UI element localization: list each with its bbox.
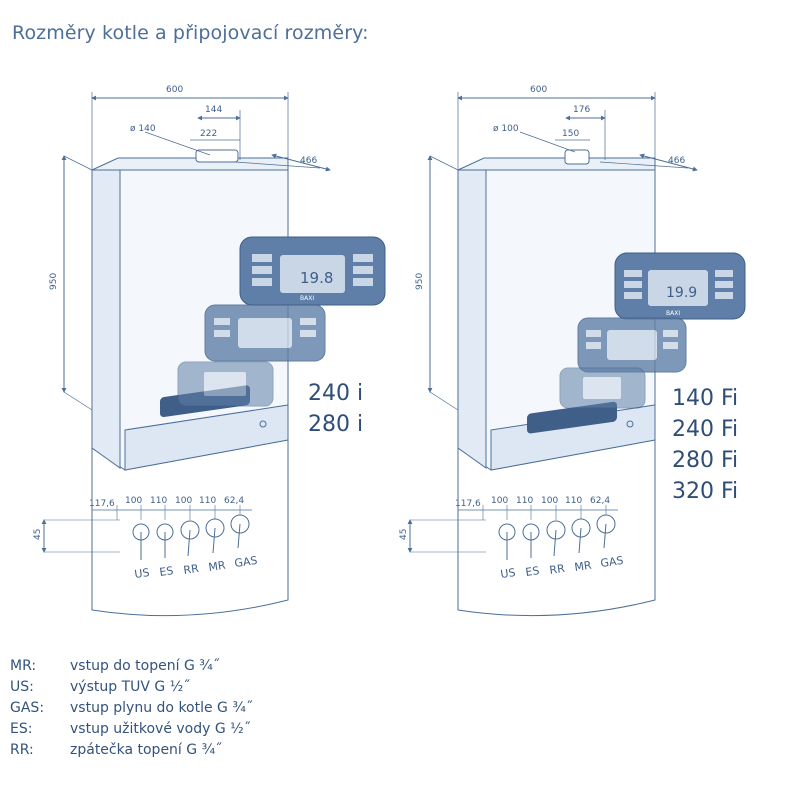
connection-frame — [91, 440, 289, 617]
dim-width: 600 — [530, 85, 547, 95]
conn-gap-5: 110 — [199, 496, 216, 506]
control-panel-small — [559, 367, 646, 409]
connection-label-es: ES — [525, 564, 541, 579]
flue-outlet — [564, 149, 590, 165]
legend-row-us: US: výstup TUV G ½˝ — [10, 677, 253, 698]
panel-display: 19.8 — [300, 269, 333, 287]
boiler-left: 600 144 222 ø 140 466 950 19.8 BAXI — [33, 85, 386, 617]
legend-code: US: — [10, 679, 34, 695]
legend-text: zpátečka topení G ¾˝ — [70, 742, 223, 758]
conn-gap-6: 62,4 — [224, 496, 244, 506]
panel-brand: BAXI — [666, 310, 680, 317]
dim-height: 950 — [415, 273, 425, 290]
dim-height: 950 — [49, 273, 59, 290]
pipe-connectors — [498, 514, 616, 560]
legend-row-rr: RR: zpátečka topení G ¾˝ — [10, 740, 253, 761]
legend-row-gas: GAS: vstup plynu do kotle G ¾˝ — [10, 698, 253, 719]
model-label: 140 Fi — [672, 386, 739, 411]
model-label: 280 Fi — [672, 448, 739, 473]
connection-label-gas: GAS — [234, 554, 259, 570]
page-title-text: Rozměry kotle a připojovací rozměry — [12, 22, 363, 44]
legend-text: vstup do topení G ¾˝ — [70, 658, 220, 674]
conn-gap-3: 110 — [516, 496, 533, 506]
dim-flue-front: 150 — [562, 129, 579, 139]
boiler-screw — [259, 420, 267, 428]
dim-depth: 466 — [668, 156, 685, 166]
control-panel-large: 19.8 BAXI — [239, 236, 386, 306]
pipe-connectors — [132, 514, 250, 560]
conn-gap-4: 100 — [541, 496, 558, 506]
model-label: 320 Fi — [672, 479, 739, 504]
conn-gap-1: 117,6 — [89, 499, 115, 509]
connection-legend: MR: vstup do topení G ¾˝ US: výstup TUV G … — [10, 656, 253, 761]
legend-code: GAS: — [10, 700, 45, 716]
boiler-side — [457, 161, 487, 469]
conn-gap-3: 110 — [150, 496, 167, 506]
model-label: 240 Fi — [672, 417, 739, 442]
legend-code: RR: — [10, 742, 34, 758]
page-title-colon: : — [362, 22, 369, 44]
legend-row-es: ES: vstup užitkové vody G ½˝ — [10, 719, 253, 740]
connection-label-es: ES — [159, 564, 175, 579]
conn-gap-6: 62,4 — [590, 496, 610, 506]
control-panel-small — [177, 361, 274, 407]
flue-outlet — [195, 149, 239, 163]
connection-dimensions: 117,6 100 110 100 110 62,4 45 — [399, 462, 618, 553]
model-list-right: 140 Fi 240 Fi 280 Fi 320 Fi — [672, 383, 738, 507]
conn-gap-5: 110 — [565, 496, 582, 506]
dim-conn-depth: 45 — [33, 529, 43, 540]
dim-depth: 466 — [300, 156, 317, 166]
legend-code: MR: — [10, 658, 37, 674]
conn-gap-2: 100 — [491, 496, 508, 506]
legend-row-mr: MR: vstup do topení G ¾˝ — [10, 656, 253, 677]
dim-flue-offset: 144 — [205, 105, 222, 115]
model-label: 240 i — [308, 381, 364, 406]
connection-frame — [457, 440, 656, 617]
conn-gap-4: 100 — [175, 496, 192, 506]
connection-label-us: US — [500, 566, 517, 581]
legend-text: vstup užitkové vody G ½˝ — [70, 721, 251, 737]
control-panel-medium — [577, 317, 687, 373]
legend-text: výstup TUV G ½˝ — [70, 679, 191, 695]
connection-label-rr: RR — [549, 562, 566, 577]
connection-label-rr: RR — [183, 562, 200, 577]
page-title: Rozměry kotle a připojovací rozměry: — [12, 22, 369, 44]
boiler-screw — [626, 420, 634, 428]
dim-flue-offset: 176 — [573, 105, 590, 115]
control-panel-medium — [204, 304, 326, 362]
connection-label-mr: MR — [574, 559, 593, 574]
conn-gap-2: 100 — [125, 496, 142, 506]
connection-label-mr: MR — [208, 559, 227, 574]
connection-dimensions: 117,6 100 110 100 110 62,4 45 — [33, 462, 252, 553]
connection-label-gas: GAS — [600, 554, 625, 570]
panel-display: 19.9 — [666, 285, 697, 301]
dim-flue-diameter: ø 100 — [493, 124, 519, 134]
boiler-side — [91, 161, 121, 469]
control-panel-large: 19.9 BAXI — [614, 252, 746, 320]
legend-text: vstup plynu do kotle G ¾˝ — [70, 700, 253, 716]
boiler-right: 600 176 150 ø 100 466 950 19.9 BAXI — [399, 85, 746, 617]
control-slot — [527, 401, 617, 434]
dim-flue-front: 222 — [200, 129, 217, 139]
model-label: 280 i — [308, 412, 364, 437]
connection-label-us: US — [134, 566, 151, 581]
legend-code: ES: — [10, 721, 33, 737]
dim-width: 600 — [166, 85, 183, 95]
dim-flue-diameter: ø 140 — [130, 124, 156, 134]
panel-brand: BAXI — [300, 295, 314, 302]
model-list-left: 240 i 280 i — [308, 378, 363, 440]
dim-conn-depth: 45 — [399, 529, 409, 540]
conn-gap-1: 117,6 — [455, 499, 481, 509]
